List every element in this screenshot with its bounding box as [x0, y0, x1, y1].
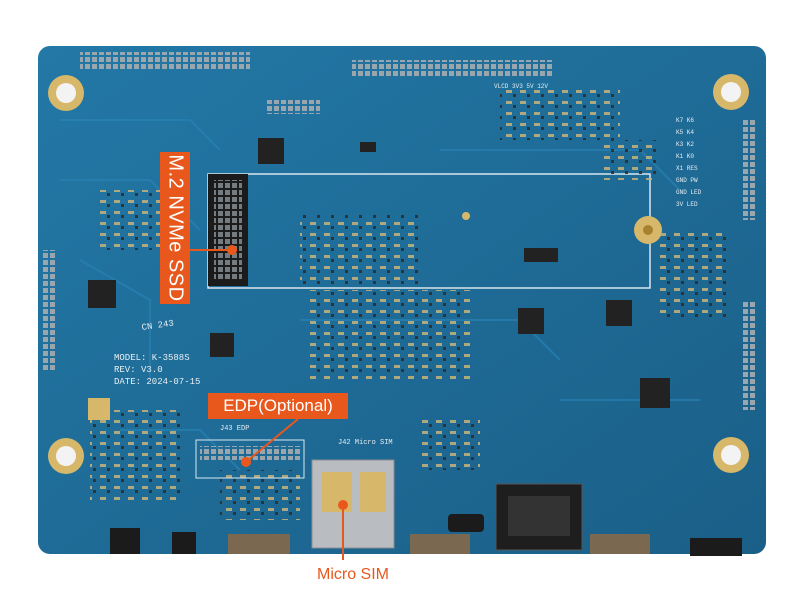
svg-text:X1 RES: X1 RES [676, 165, 698, 172]
svg-text:K7 K6: K7 K6 [676, 117, 694, 124]
silk-right-pins: K7 K6 K5 K4 K3 K2 K1 K0 X1 RES GND PW GN… [676, 117, 702, 208]
gold-pad [88, 398, 110, 420]
silk-rev: REV: V3.0 [114, 365, 163, 375]
bottom-ports [110, 528, 742, 556]
silk-top-header: VLCD 3V3 5V 12V [494, 83, 548, 90]
svg-text:K1 K0: K1 K0 [676, 153, 694, 160]
callout-pointers [190, 245, 348, 560]
right-pin-header [742, 120, 756, 220]
silk-j43: J43 EDP [220, 425, 249, 433]
right-pin-header-2 [742, 300, 756, 410]
micro-sim-label: Micro SIM [317, 566, 389, 583]
top-pin-header-left [80, 52, 250, 70]
silk-model: MODEL: K-3588S [114, 353, 190, 363]
svg-text:K5 K4: K5 K4 [676, 129, 694, 136]
silk-date: DATE: 2024-07-15 [114, 377, 200, 387]
usb-c-port [448, 514, 484, 532]
svg-text:GND LED: GND LED [676, 189, 702, 196]
m2-nvme-ssd-label: M.2 NVMe SSD [164, 154, 187, 302]
mounting-holes [48, 74, 749, 474]
ic-chips [88, 138, 670, 408]
silk-cn: CN 243 [141, 319, 174, 333]
top-pin-header-mid [265, 100, 320, 114]
edp-callout: EDP(Optional) [208, 393, 348, 419]
edp-connector [195, 439, 305, 479]
svg-text:K3 K2: K3 K2 [676, 141, 694, 148]
left-pin-header [42, 250, 56, 370]
silk-j42: J42 Micro SIM [338, 439, 393, 447]
smd-components [90, 90, 730, 520]
svg-text:3V LED: 3V LED [676, 201, 698, 208]
svg-text:GND PW: GND PW [676, 177, 698, 184]
m2-nvme-ssd-callout: M.2 NVMe SSD [160, 152, 190, 304]
top-pin-header-right [352, 60, 552, 76]
